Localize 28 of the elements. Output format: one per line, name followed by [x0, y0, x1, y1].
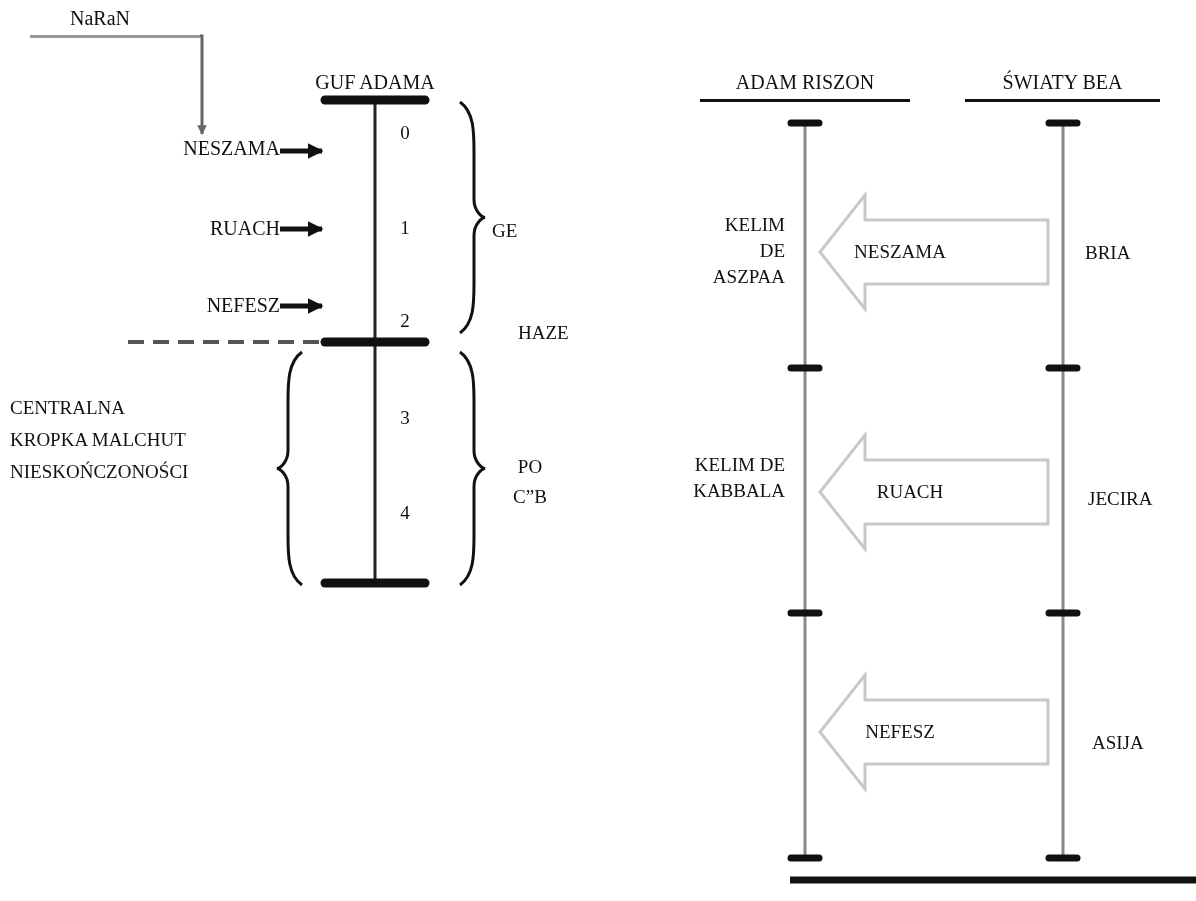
- vessel-label: KELIM DE ASZPAA: [712, 213, 785, 289]
- level-number: 4: [399, 501, 411, 525]
- world-label: BRIA: [1085, 241, 1132, 265]
- level-number: 3: [399, 406, 411, 430]
- world-label: ASIJA: [1092, 731, 1145, 755]
- block-arrow: [818, 430, 1050, 554]
- vessel-label: KELIM DE KABBALA: [693, 453, 785, 503]
- arrow: [280, 298, 324, 314]
- soul-label: RUACH: [100, 216, 280, 240]
- world-label: JECIRA: [1088, 487, 1154, 511]
- soul-label: NEFESZ: [100, 293, 280, 317]
- point-description: CENTRALNA KROPKA MALCHUT NIESKOŃCZONOŚCI: [10, 396, 189, 484]
- scale-heading: ADAM RISZON: [700, 70, 910, 102]
- soul-label: NESZAMA: [100, 136, 280, 160]
- source-label: NaRaN: [30, 6, 200, 38]
- brace-label: PO C”B: [512, 455, 548, 509]
- level-number: 2: [399, 309, 411, 333]
- arrow: [197, 34, 207, 135]
- block-arrow: [818, 670, 1050, 794]
- arrow: [280, 143, 324, 159]
- arrow: [280, 221, 324, 237]
- brace-label: GE: [492, 219, 519, 243]
- vertical-scale: [322, 95, 428, 590]
- level-number: 0: [399, 121, 411, 145]
- divider-label: HAZE: [518, 321, 570, 345]
- scale-heading: GUF ADAMA: [314, 70, 436, 95]
- level-number: 1: [399, 216, 411, 240]
- scale-heading: ŚWIATY BEA: [965, 70, 1160, 102]
